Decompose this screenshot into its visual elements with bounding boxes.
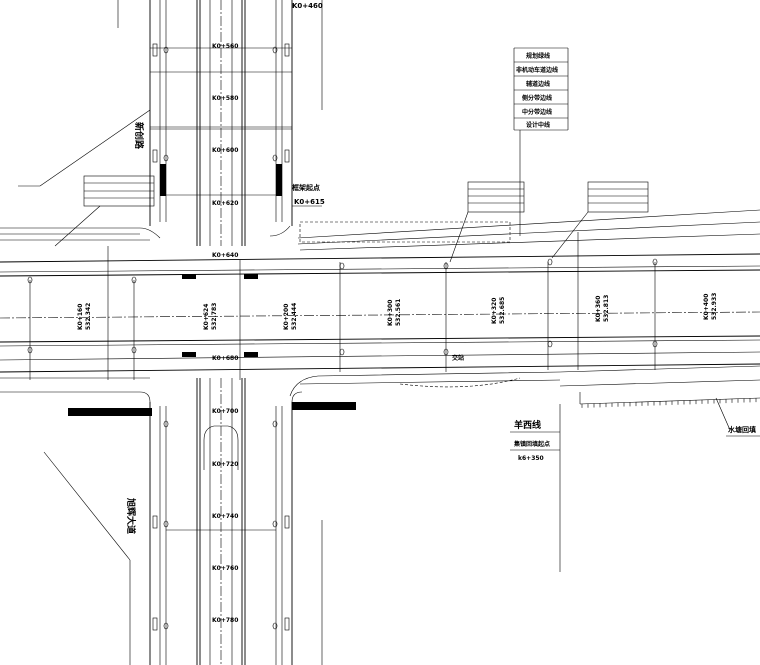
station-label: K0+740 (212, 513, 238, 520)
east-annotations (559, 392, 760, 572)
east-water-label: 水塘回填 (728, 425, 756, 434)
h-elev: 532.444 (291, 303, 298, 330)
node-label: 交站 (452, 354, 464, 362)
legend-item: 中分带边线 (522, 108, 552, 116)
station-top: K0+460 (292, 2, 323, 10)
legend-item: 规划绿线 (526, 52, 550, 60)
h-elev: 532.685 (499, 297, 506, 324)
legend: 规划绿线 非机动车道边线 辅道边线 侧分带边线 中分带边线 设计中线 (513, 47, 569, 236)
station-label: K0+620 (212, 200, 238, 207)
north-road (18, 0, 323, 246)
callout-right (551, 181, 649, 259)
south-road (0, 378, 323, 665)
road-poles (27, 258, 658, 356)
legend-item: 侧分带边线 (522, 94, 552, 102)
road-name-north: 新创路 (133, 122, 145, 150)
east-road-name: 羊西线 (514, 419, 541, 431)
station-label: K0+640 (212, 252, 238, 259)
horizontal-road (0, 209, 760, 397)
hatch-bar-sw (68, 408, 152, 416)
hatch-bar-se (292, 402, 356, 410)
h-elev: 532.342 (85, 303, 92, 330)
legend-item: 非机动车道边线 (516, 66, 558, 74)
h-station: K0+160 (77, 304, 84, 330)
station-label: K0+700 (212, 408, 238, 415)
h-station: K0+300 (387, 300, 394, 326)
cross-elev: 532.783 (211, 303, 218, 330)
station-label: K0+580 (212, 95, 238, 102)
station-label: K0+560 (212, 43, 238, 50)
east-start-station: k6+350 (518, 455, 544, 462)
h-elev: 532.561 (395, 299, 402, 326)
horizontal-station-labels: K0+160 532.342 K0+200 532.444 K0+300 532… (77, 293, 718, 330)
legend-item: 设计中线 (526, 121, 550, 129)
legend-item: 辅道边线 (526, 80, 550, 88)
h-station: K0+360 (595, 296, 602, 322)
station-label: K0+780 (212, 617, 238, 624)
h-elev: 532.933 (711, 293, 718, 320)
station-label: K0+760 (212, 565, 238, 572)
station-label: K0+680 (212, 355, 238, 362)
cross-station: K0+624 (203, 304, 210, 330)
callout-mid (449, 181, 525, 263)
boundary-ticks (581, 398, 757, 408)
station-label: K0+720 (212, 461, 238, 468)
h-station: K0+200 (283, 304, 290, 330)
station-label: K0+600 (212, 147, 238, 154)
frame-start-station: K0+615 (294, 198, 325, 206)
h-station: K0+400 (703, 294, 710, 320)
east-start-note: 集镇回填起点 (513, 440, 550, 448)
station-ticks-h (29, 232, 656, 380)
road-name-south: 旭辉大道 (125, 497, 137, 534)
h-elev: 532.813 (603, 295, 610, 322)
north-poles (152, 43, 290, 163)
h-station: K0+320 (491, 298, 498, 324)
callout-nw (54, 175, 155, 247)
vertical-station-labels: K0+560 K0+580 K0+600 K0+620 K0+640 K0+68… (212, 43, 238, 624)
frame-start-label: 框架起点 (292, 183, 320, 192)
